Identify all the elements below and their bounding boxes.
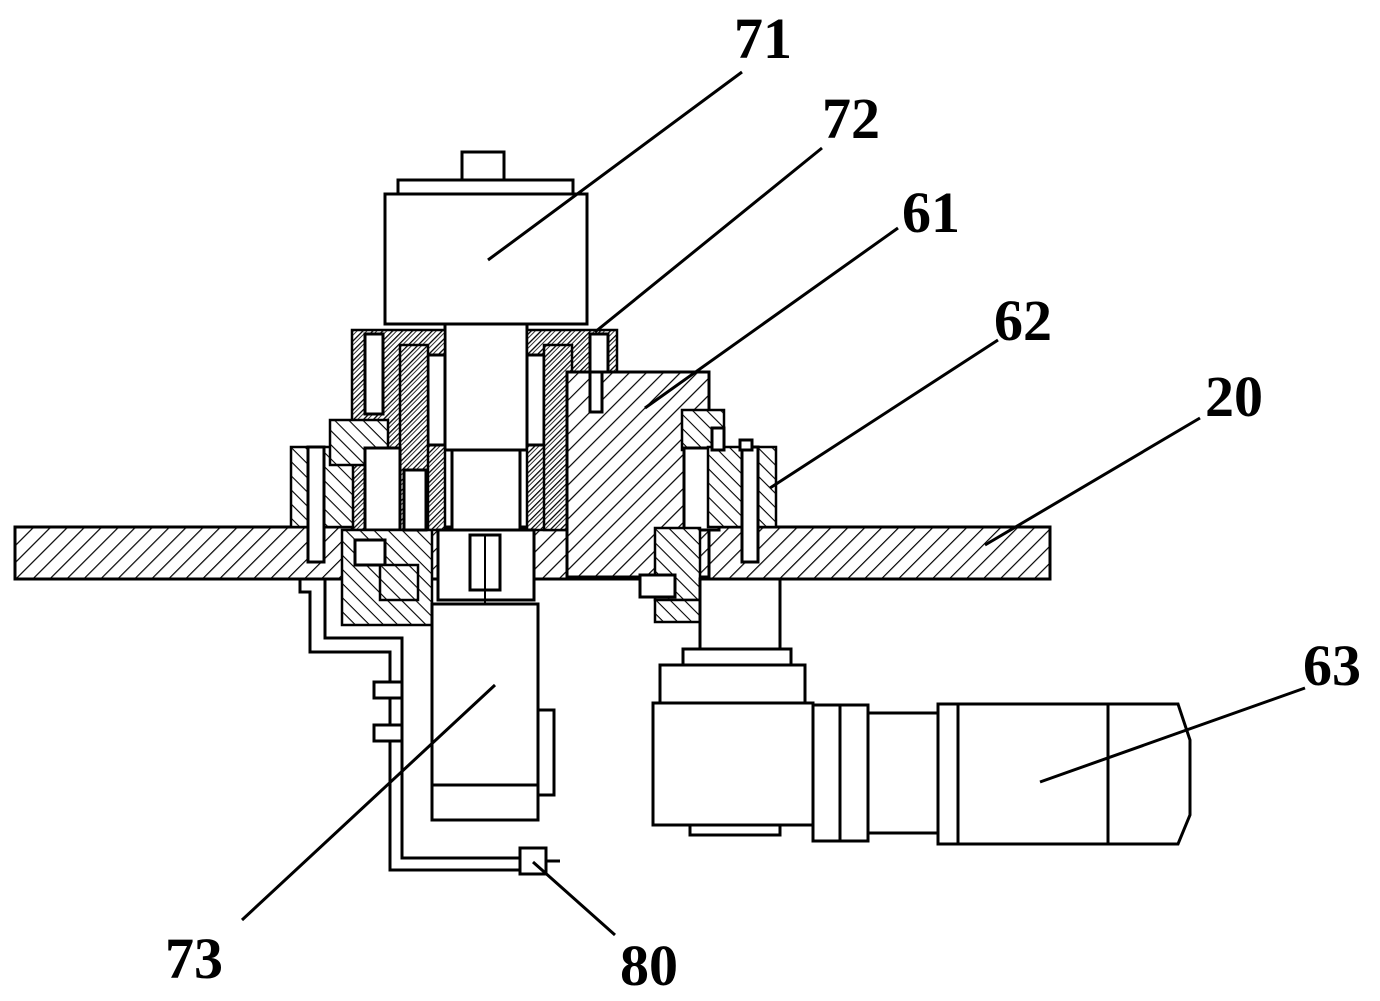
flange-62 bbox=[638, 408, 778, 624]
motor-71 bbox=[383, 150, 589, 452]
reducer-coupling bbox=[658, 577, 807, 707]
label-63: 63 bbox=[1303, 633, 1361, 698]
motor-73 bbox=[430, 602, 556, 822]
leader-lines bbox=[240, 70, 1306, 937]
label-73: 73 bbox=[165, 926, 223, 991]
motor-63 bbox=[651, 701, 1192, 846]
sensor-bracket bbox=[298, 579, 560, 876]
left-bearing-housing bbox=[289, 418, 434, 627]
label-72: 72 bbox=[822, 86, 880, 151]
label-80: 80 bbox=[620, 933, 678, 998]
label-62: 62 bbox=[994, 288, 1052, 353]
inner-shaft bbox=[436, 448, 536, 605]
label-61: 61 bbox=[902, 180, 960, 245]
label-20: 20 bbox=[1205, 364, 1263, 429]
label-71: 71 bbox=[734, 6, 792, 71]
